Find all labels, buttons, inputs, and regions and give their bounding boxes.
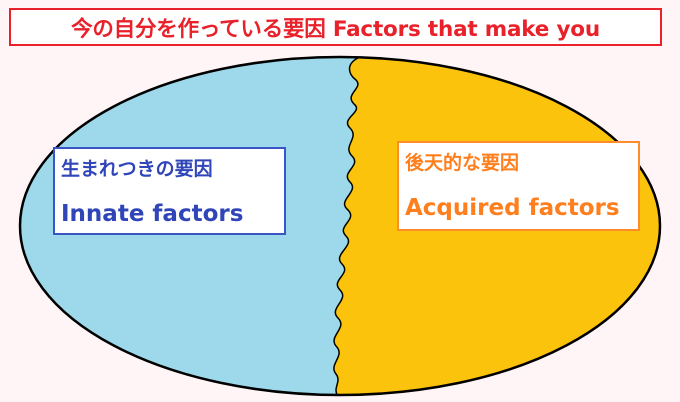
innate-label-jp: 生まれつきの要因 (61, 158, 213, 180)
acquired-label-jp: 後天的な要因 (405, 152, 520, 174)
wavy-divider (333, 57, 359, 395)
diagram-title: 今の自分を作っている要因 Factors that make you (9, 8, 662, 46)
innate-label-en: Innate factors (61, 201, 244, 227)
innate-factors-label: 生まれつきの要因 Innate factors (53, 147, 286, 235)
acquired-label-en: Acquired factors (405, 195, 620, 221)
acquired-factors-label: 後天的な要因 Acquired factors (397, 141, 640, 231)
ellipse-outline (18, 55, 662, 397)
